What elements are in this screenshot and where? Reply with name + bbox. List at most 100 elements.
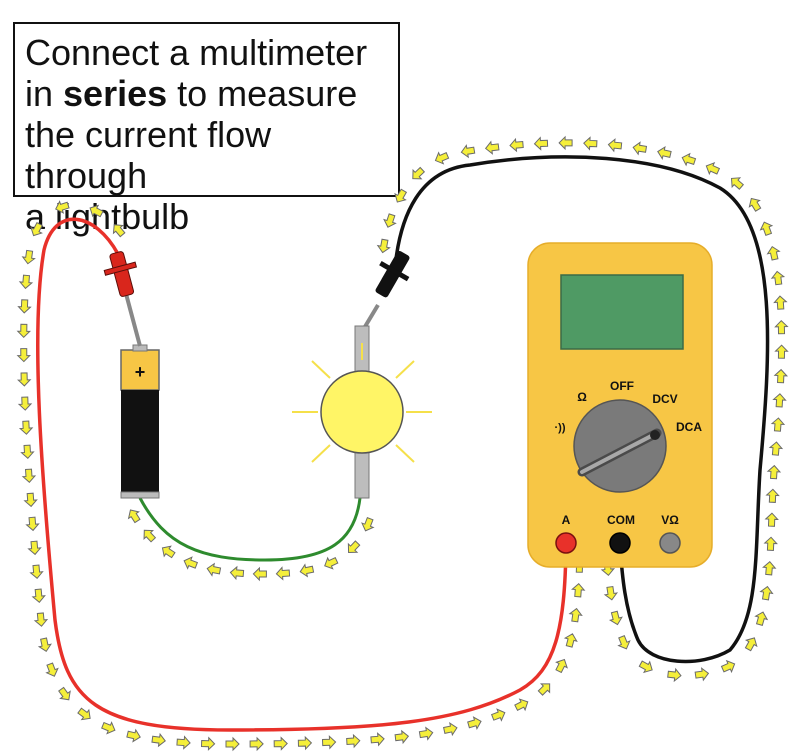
flow-arrow (139, 525, 159, 545)
flow-arrow (603, 585, 619, 602)
flow-arrow (18, 274, 33, 290)
flow-arrow (100, 719, 118, 737)
flow-arrow (679, 151, 697, 168)
flow-arrow (418, 726, 435, 742)
caption-line-2-pre: in (25, 73, 64, 114)
flow-arrow (275, 566, 291, 581)
flow-arrow (583, 136, 598, 151)
selector-dial[interactable] (573, 399, 667, 493)
flow-arrow (394, 729, 410, 745)
flow-arrow (345, 734, 361, 748)
flow-arrow (533, 136, 549, 151)
flow-arrow (17, 348, 31, 363)
flow-arrow (17, 372, 31, 387)
battery: + (120, 344, 160, 499)
dial-label-ohm: Ω (577, 390, 587, 404)
battery-body (121, 390, 159, 492)
flow-arrow (694, 666, 710, 682)
multimeter-screen (560, 274, 684, 350)
dial-label-dca: DCA (676, 420, 702, 434)
flow-arrow (17, 299, 32, 314)
black-wire (393, 155, 770, 664)
flow-arrow (151, 732, 167, 748)
flow-arrow (459, 143, 476, 159)
flow-arrow (758, 219, 775, 237)
port-label-a: A (562, 513, 571, 527)
flow-arrow (535, 679, 555, 698)
caption-line-3: the current flow through (25, 114, 272, 196)
flow-arrow (22, 468, 36, 484)
flow-arrow (249, 737, 264, 751)
flow-arrow (666, 667, 683, 683)
caption-line-1: Connect a multimeter (25, 32, 368, 73)
port-com-jack[interactable] (609, 532, 631, 554)
red-wire (35, 217, 568, 732)
port-a-jack[interactable] (555, 532, 577, 554)
flow-arrow (29, 564, 44, 580)
port-vohm-jack[interactable] (659, 532, 681, 554)
bulb-rays (292, 343, 432, 463)
flow-arrow (17, 323, 31, 338)
flow-arrow (381, 212, 399, 230)
flow-arrow (124, 506, 143, 525)
flow-arrow (762, 560, 777, 576)
dial-label-off: OFF (610, 379, 634, 393)
flow-arrow (31, 588, 46, 604)
flow-arrow (158, 542, 178, 561)
bulb-glass (320, 370, 404, 454)
flow-arrow (765, 244, 782, 262)
black-probe (358, 250, 410, 337)
flow-arrow (75, 705, 95, 724)
flow-arrow (109, 220, 128, 240)
flow-arrow (19, 420, 33, 435)
flow-arrow (763, 536, 778, 552)
flow-arrow (608, 610, 624, 627)
flow-arrow (225, 737, 240, 751)
flow-arrow (376, 238, 392, 255)
flow-arrow (571, 582, 586, 598)
flow-arrow (768, 441, 783, 456)
flow-arrow (512, 695, 531, 714)
flow-arrow (297, 736, 313, 750)
flow-arrow (432, 149, 451, 167)
flow-arrow (298, 562, 315, 579)
flow-arrow (509, 138, 524, 153)
flow-arrow (273, 736, 288, 751)
flow-arrow (753, 609, 770, 627)
flow-arrow (18, 396, 32, 411)
flow-arrow (772, 392, 787, 408)
port-label-com: COM (607, 513, 635, 527)
flow-arrow (774, 344, 789, 359)
flow-arrow (558, 136, 573, 150)
flow-arrow (767, 464, 781, 480)
flow-arrow (53, 198, 71, 216)
flow-arrow (607, 138, 623, 153)
flow-arrow (631, 140, 648, 156)
flow-arrow (774, 368, 788, 384)
flow-arrow (562, 631, 579, 649)
flow-arrow (125, 727, 143, 744)
caption-line-2: in series to measure (25, 73, 388, 114)
red-probe (103, 251, 142, 347)
flow-arrow (25, 516, 40, 532)
flow-arrow (774, 320, 789, 335)
flow-arrow (23, 492, 38, 508)
flow-arrow (765, 488, 780, 504)
flow-arrow (442, 721, 459, 737)
port-label-vohm: VΩ (661, 513, 679, 527)
flow-arrow (408, 164, 427, 184)
light-bulb (292, 325, 432, 499)
flow-arrow (37, 636, 53, 654)
flow-arrow (27, 220, 46, 239)
flow-arrow (655, 145, 673, 161)
flow-arrow (27, 540, 42, 556)
flow-arrow (568, 607, 584, 623)
flow-arrow (719, 657, 738, 676)
flow-arrow (745, 194, 764, 214)
flow-arrow (21, 249, 37, 266)
flow-arrow (466, 714, 484, 732)
flow-arrow (181, 554, 199, 572)
dial-indicator-dot (650, 430, 660, 440)
flow-arrow (43, 661, 61, 679)
